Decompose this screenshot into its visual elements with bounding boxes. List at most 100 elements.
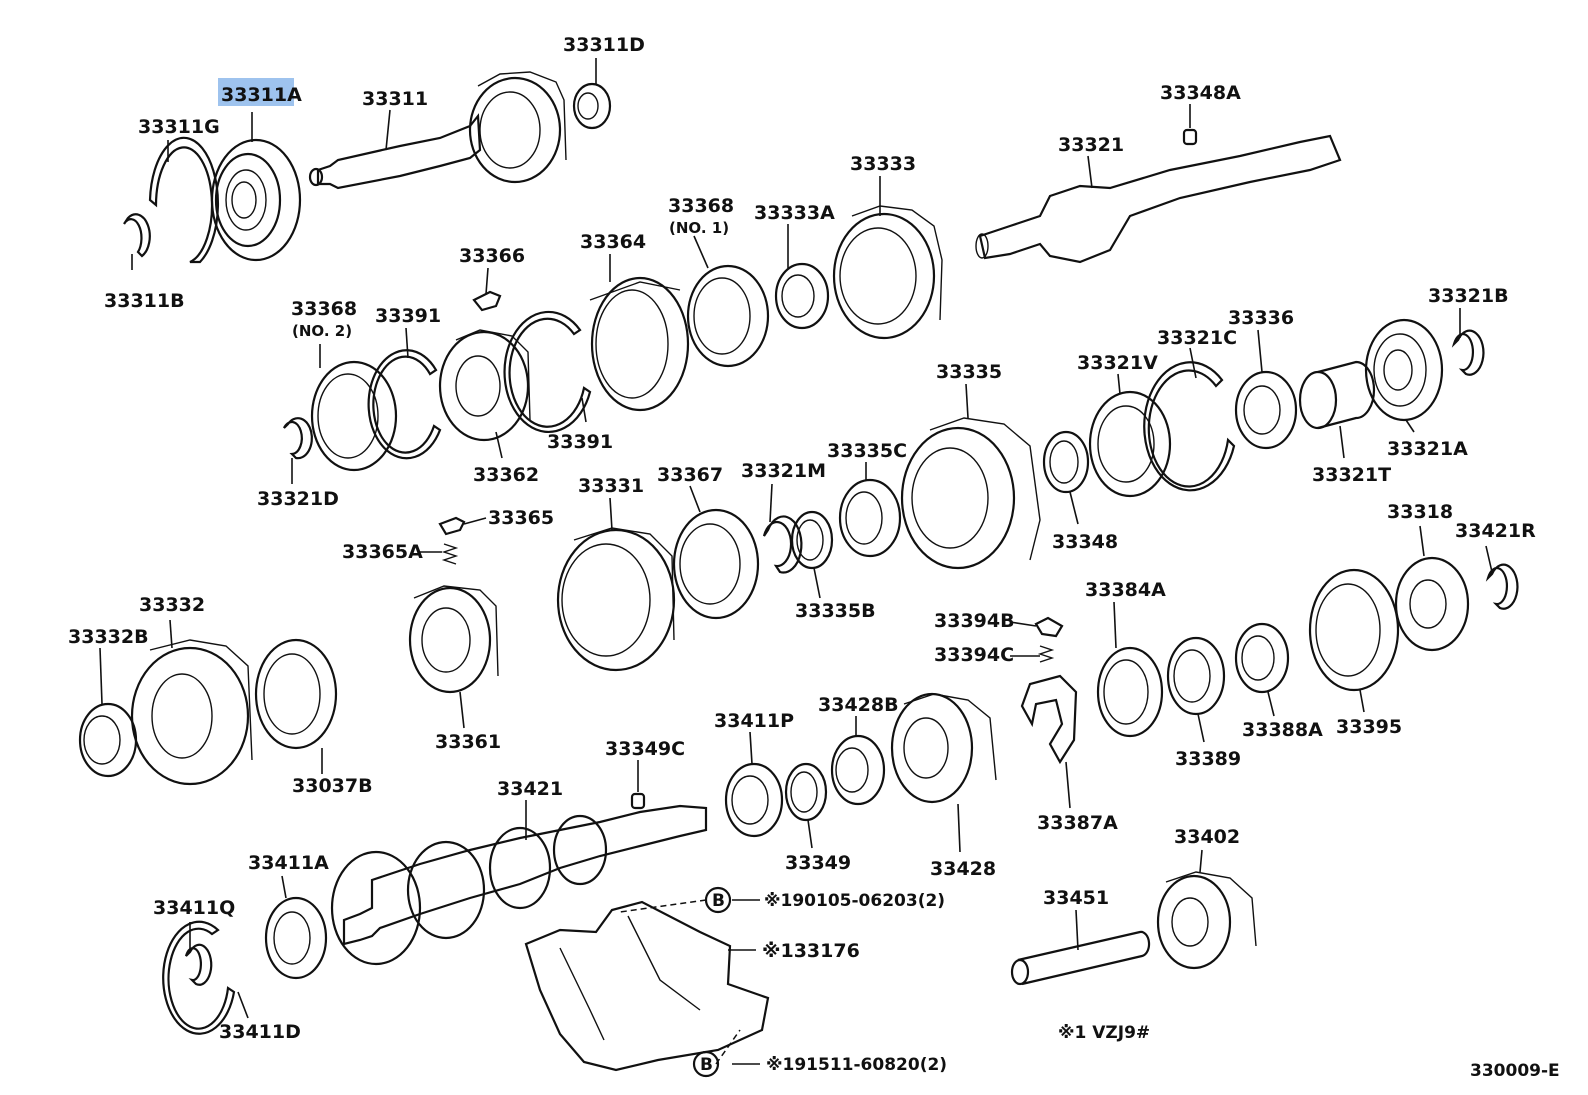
synchro-ring-33367[interactable] [672,508,760,620]
bearing-33311A[interactable] [210,138,302,262]
label-33321C[interactable]: 33321C [1157,327,1237,349]
countershaft-33421[interactable] [330,804,708,966]
label-33321V[interactable]: 33321V [1077,352,1158,374]
key-33366[interactable] [472,290,502,312]
cover-33176[interactable] [524,900,770,1072]
washer-33349[interactable] [784,762,828,822]
synchro-ring-33384A[interactable] [1096,646,1164,738]
label-33333A[interactable]: 33333A [754,202,835,224]
snap-ring-33411Q[interactable] [184,943,213,986]
label-33037B[interactable]: 33037B [292,775,373,797]
label-33332[interactable]: 33332 [139,594,205,616]
label-33362[interactable]: 33362 [473,464,539,486]
gear-33388A[interactable] [1234,622,1290,694]
label-33335C[interactable]: 33335C [827,440,907,462]
shaft-33451[interactable] [1010,930,1151,986]
key-33365[interactable] [438,516,466,536]
clutch-hub-33362[interactable] [438,329,531,442]
gear-33332[interactable] [130,639,253,786]
gear-33336[interactable] [1234,370,1298,450]
gear-33335[interactable] [900,417,1041,570]
label-33384A[interactable]: 33384A [1085,579,1166,601]
label-33421R[interactable]: 33421R [1455,520,1536,542]
bolt-callout-1[interactable]: B ※190105-06203(2) [704,886,945,914]
label-33348[interactable]: 33348 [1052,531,1118,553]
needle-bearing-33335C[interactable] [838,478,902,558]
washer-33335B[interactable] [790,510,834,570]
snap-ring-33391-a[interactable] [503,310,592,433]
label-33321D[interactable]: 33321D [257,488,339,510]
label-33428B[interactable]: 33428B [818,694,899,716]
bearing-33411A[interactable] [264,896,328,980]
label-33321A[interactable]: 33321A [1387,438,1468,460]
hub-sleeve-33364[interactable] [589,276,690,412]
label-33402[interactable]: 33402 [1174,826,1240,848]
label-33391-a[interactable]: 33391 [375,305,441,327]
snap-ring-33421R[interactable] [1485,563,1519,610]
label-33332B[interactable]: 33332B [68,626,149,648]
synchro-ring-33037B[interactable] [254,638,338,750]
snap-ring-33311G[interactable] [148,136,220,264]
sleeve-33395[interactable] [1308,568,1400,692]
spring-33365A[interactable] [441,543,459,565]
label-33336[interactable]: 33336 [1228,307,1294,329]
label-33367[interactable]: 33367 [657,464,723,486]
output-shaft-33321[interactable] [975,134,1342,264]
washer-33348[interactable] [1042,430,1090,494]
sleeve-33331[interactable] [556,527,676,672]
snap-ring-33311B[interactable] [123,213,151,258]
needle-bearing-33332B[interactable] [78,702,138,778]
bearing-33321V[interactable] [1088,390,1172,498]
label-33321B[interactable]: 33321B [1428,285,1509,307]
label-33411P[interactable]: 33411P [714,710,794,732]
needle-bearing-33311D[interactable] [572,58,612,130]
label-33364[interactable]: 33364 [580,231,646,253]
label-33387A[interactable]: 33387A [1037,812,1118,834]
needle-bearing-33428B[interactable] [830,734,886,806]
snap-ring-33321D[interactable] [283,417,313,460]
label-33411D[interactable]: 33411D [219,1021,301,1043]
label-33335B[interactable]: 33335B [795,600,876,622]
label-33321M[interactable]: 33321M [741,460,826,482]
key-33394B[interactable] [1034,616,1064,638]
snap-ring-33391-b[interactable] [367,349,442,460]
ring-33389[interactable] [1166,636,1226,716]
label-33361[interactable]: 33361 [435,731,501,753]
label-33333[interactable]: 33333 [850,153,916,175]
bearing-33411P[interactable] [724,762,784,838]
label-33311B[interactable]: 33311B [104,290,185,312]
ball-33349C[interactable] [630,792,646,810]
gear-33333[interactable] [832,205,943,340]
spring-33394C[interactable] [1037,645,1055,663]
bearing-33321A[interactable] [1364,318,1444,422]
label-33311[interactable]: 33311 [362,88,428,110]
label-33411A[interactable]: 33411A [248,852,329,874]
label-33349C[interactable]: 33349C [605,738,685,760]
label-33365[interactable]: 33365 [488,507,554,529]
gear-33428[interactable] [890,692,997,804]
snap-ring-33411D[interactable] [162,920,236,1035]
label-33318[interactable]: 33318 [1387,501,1453,523]
spacer-33321T[interactable] [1298,360,1376,430]
label-33388A[interactable]: 33388A [1242,719,1323,741]
cover-callout[interactable]: ※133176 [762,940,860,962]
hub-33318[interactable] [1394,556,1470,652]
gear-33402[interactable] [1156,871,1257,970]
label-33331[interactable]: 33331 [578,475,644,497]
label-33366[interactable]: 33366 [459,245,525,267]
label-33428[interactable]: 33428 [930,858,996,880]
label-33421[interactable]: 33421 [497,778,563,800]
shift-key-33387A[interactable] [1020,674,1078,765]
ball-33348A[interactable] [1182,128,1198,146]
label-33395[interactable]: 33395 [1336,716,1402,738]
label-33311G[interactable]: 33311G [138,116,220,138]
synchro-ring-33368-no2[interactable] [310,360,398,472]
label-33335[interactable]: 33335 [936,361,1002,383]
label-33348A[interactable]: 33348A [1160,82,1241,104]
needle-bearing-33333A[interactable] [774,262,830,330]
label-33389[interactable]: 33389 [1175,748,1241,770]
label-33365A[interactable]: 33365A [342,541,423,563]
label-33391-b[interactable]: 33391 [547,431,613,453]
label-33451[interactable]: 33451 [1043,887,1109,909]
label-33311A[interactable]: 33311A [221,84,302,106]
